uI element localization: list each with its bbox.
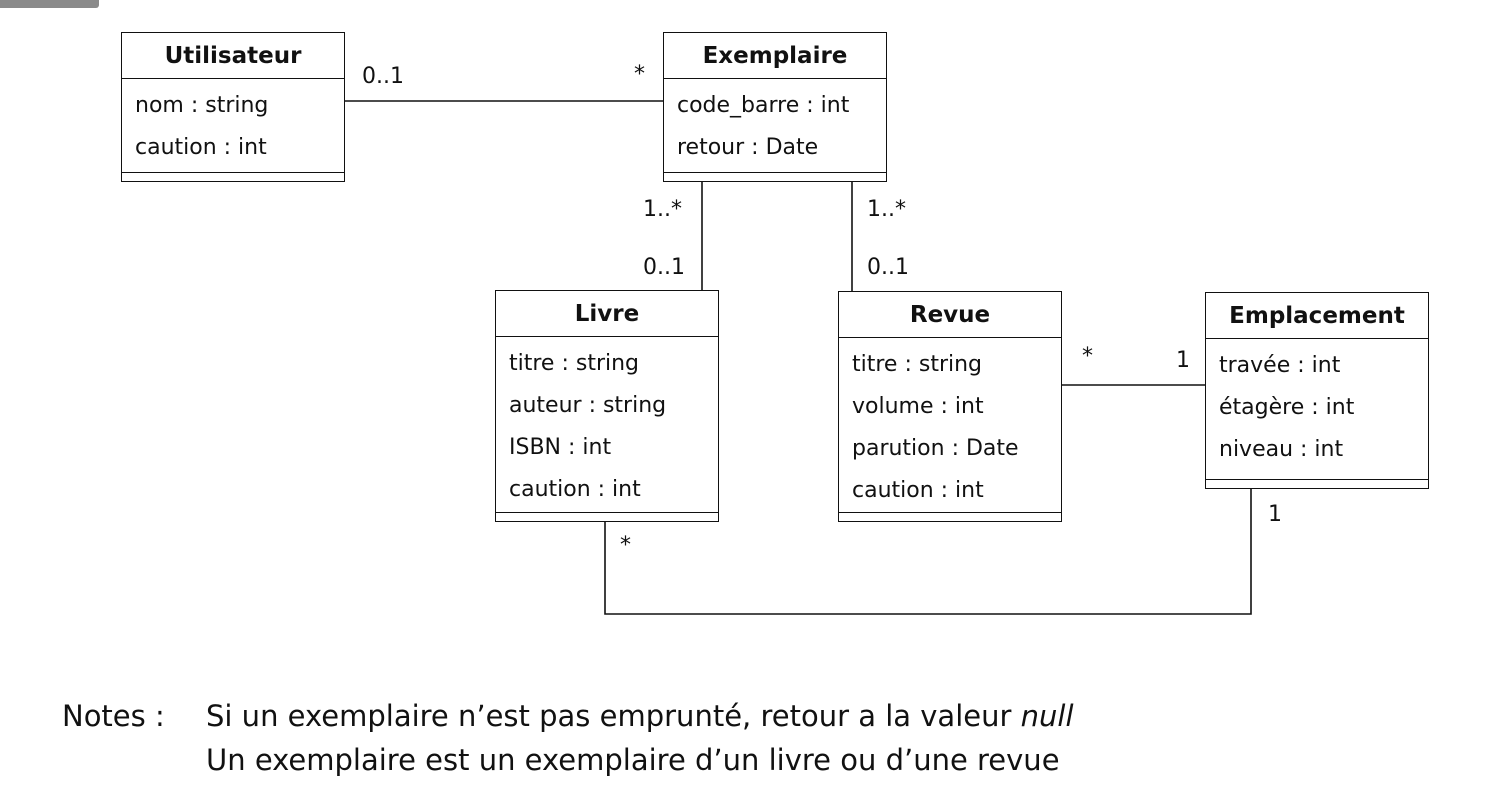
attribute: volume : int <box>852 394 984 419</box>
attributes-compartment: travée : int étagère : int niveau : int <box>1206 339 1428 480</box>
attribute: caution : int <box>852 478 984 503</box>
notes-block: Notes : Si un exemplaire n’est pas empru… <box>62 694 1074 782</box>
operations-compartment <box>664 173 886 182</box>
multiplicity-revue-emplacement-left: * <box>1082 344 1093 369</box>
attribute: travée : int <box>1219 353 1341 378</box>
operations-compartment <box>839 513 1061 522</box>
class-exemplaire[interactable]: Exemplaire code_barre : int retour : Dat… <box>663 32 887 182</box>
multiplicity-exemplaire-livre-bottom: 0..1 <box>643 255 685 280</box>
class-livre[interactable]: Livre titre : string auteur : string ISB… <box>495 290 719 522</box>
multiplicity-livre-emplacement-emplacement: 1 <box>1268 502 1282 527</box>
window-corner-tab <box>0 0 99 8</box>
class-emplacement[interactable]: Emplacement travée : int étagère : int n… <box>1205 292 1429 489</box>
notes-label: Notes : <box>62 699 165 733</box>
note-line-1-text: Si un exemplaire n’est pas emprunté, ret… <box>206 699 1021 733</box>
notes-lines: Si un exemplaire n’est pas emprunté, ret… <box>206 694 1074 782</box>
attribute: retour : Date <box>677 135 819 160</box>
class-name: Revue <box>839 292 1061 338</box>
class-revue[interactable]: Revue titre : string volume : int paruti… <box>838 291 1062 522</box>
note-line-1-italic: null <box>1020 699 1074 733</box>
multiplicity-exemplaire-revue-bottom: 0..1 <box>867 255 909 280</box>
attribute: niveau : int <box>1219 437 1344 462</box>
attribute: ISBN : int <box>509 435 612 460</box>
class-utilisateur[interactable]: Utilisateur nom : string caution : int <box>121 32 345 182</box>
attributes-compartment: nom : string caution : int <box>122 79 344 173</box>
operations-compartment <box>496 513 718 522</box>
class-name: Livre <box>496 291 718 337</box>
attribute: parution : Date <box>852 436 1019 461</box>
attribute: caution : int <box>135 135 267 160</box>
class-name: Utilisateur <box>122 33 344 79</box>
multiplicity-utilisateur-end: 0..1 <box>362 64 404 89</box>
attributes-compartment: titre : string auteur : string ISBN : in… <box>496 337 718 513</box>
multiplicity-livre-emplacement-livre: * <box>620 533 631 558</box>
attribute: caution : int <box>509 477 641 502</box>
attribute: code_barre : int <box>677 93 850 118</box>
attributes-compartment: titre : string volume : int parution : D… <box>839 338 1061 513</box>
multiplicity-exemplaire-end: * <box>634 62 645 87</box>
class-name: Emplacement <box>1206 293 1428 339</box>
attribute: auteur : string <box>509 393 667 418</box>
operations-compartment <box>1206 480 1428 489</box>
attribute: titre : string <box>852 352 983 377</box>
multiplicity-revue-emplacement-right: 1 <box>1176 348 1190 373</box>
operations-compartment <box>122 173 344 182</box>
note-line-2: Un exemplaire est un exemplaire d’un liv… <box>206 743 1060 777</box>
attributes-compartment: code_barre : int retour : Date <box>664 79 886 173</box>
multiplicity-exemplaire-revue-top: 1..* <box>867 197 906 222</box>
attribute: nom : string <box>135 93 269 118</box>
association-livre-emplacement <box>604 488 1252 615</box>
attribute: titre : string <box>509 351 640 376</box>
note-line-1: Si un exemplaire n’est pas emprunté, ret… <box>206 694 1074 738</box>
class-name: Exemplaire <box>664 33 886 79</box>
attribute: étagère : int <box>1219 395 1355 420</box>
multiplicity-exemplaire-livre-top: 1..* <box>643 197 682 222</box>
